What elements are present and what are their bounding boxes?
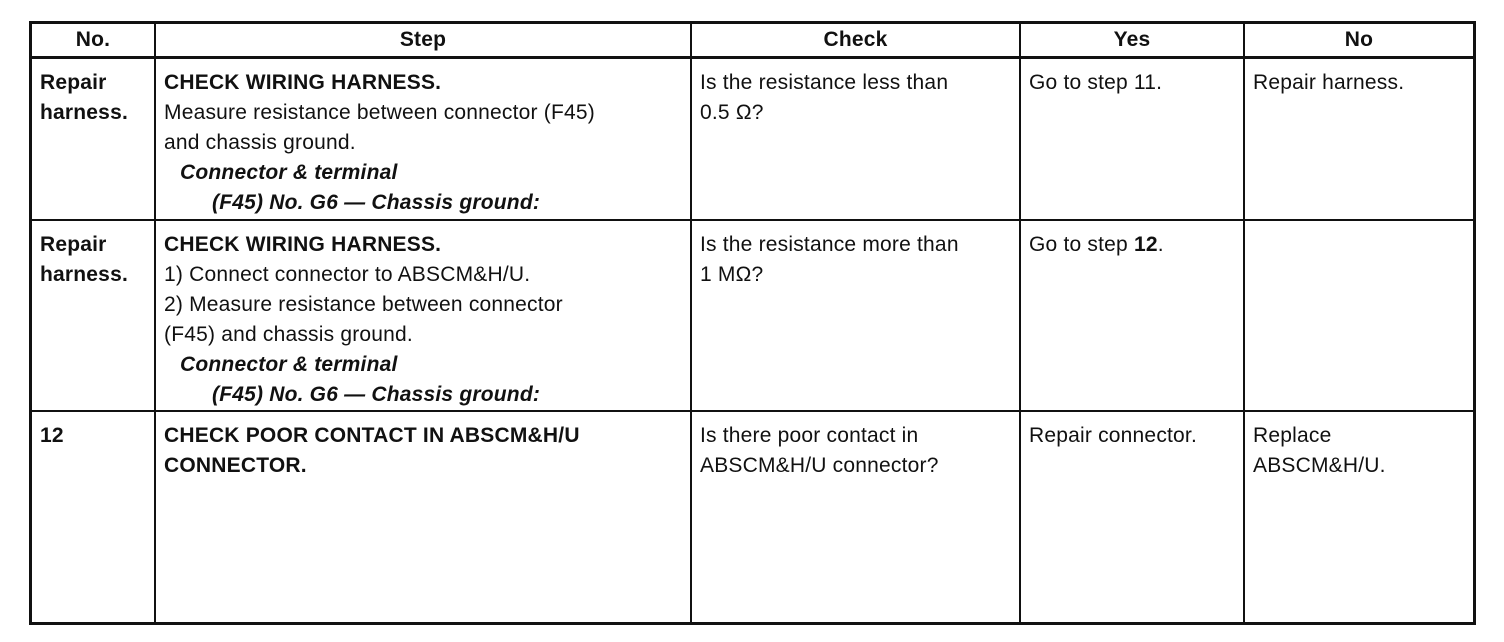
connector-label: Connector & terminal: [180, 353, 398, 376]
step-number: 12: [32, 410, 156, 622]
step-line: Measure resistance between connector (F4…: [164, 101, 595, 124]
connector-value: (F45) No. G6 — Chassis ground:: [212, 191, 541, 214]
step-cell: CHECK WIRING HARNESS. Measure resistance…: [154, 56, 692, 221]
yes-suffix: .: [1157, 233, 1164, 256]
header-no-result: No: [1243, 24, 1473, 59]
check-cell: Is the resistance more than 1 MΩ?: [690, 219, 1021, 412]
no-cell: Replace ABSCM&H/U.: [1243, 410, 1473, 622]
step-title: CHECK WIRING HARNESS.: [164, 233, 442, 256]
step-number: Repair harness.: [32, 219, 156, 412]
no-text: Repair harness.: [1253, 71, 1405, 94]
check-line: ABSCM&H/U connector?: [700, 454, 939, 477]
yes-cell: Go to step 11.: [1019, 56, 1245, 221]
check-line: Is the resistance more than: [700, 233, 959, 256]
yes-prefix: Go to step: [1029, 233, 1134, 256]
no-cell: Repair harness.: [1243, 56, 1473, 221]
yes-cell: Repair connector.: [1019, 410, 1245, 622]
header-yes: Yes: [1019, 24, 1245, 59]
check-cell: Is the resistance less than 0.5 Ω?: [690, 56, 1021, 221]
check-cell: Is there poor contact in ABSCM&H/U conne…: [690, 410, 1021, 622]
table-row: Repair harness. CHECK WIRING HARNESS. Me…: [32, 56, 1473, 221]
step-line: and chassis ground.: [164, 131, 356, 154]
no-text: Replace: [1253, 424, 1332, 447]
header-no: No.: [32, 24, 156, 59]
step-title: CHECK POOR CONTACT IN ABSCM&H/U: [164, 424, 580, 447]
step-number: Repair harness.: [32, 56, 156, 221]
check-line: Is there poor contact in: [700, 424, 919, 447]
check-line: Is the resistance less than: [700, 71, 949, 94]
header-check: Check: [690, 24, 1021, 59]
connector-value: (F45) No. G6 — Chassis ground:: [212, 383, 541, 406]
diagnostic-table: No. Step Check Yes No Repair harness. CH…: [32, 24, 1473, 622]
step-line: (F45) and chassis ground.: [164, 323, 413, 346]
table-row: 12 CHECK POOR CONTACT IN ABSCM&H/U CONNE…: [32, 410, 1473, 622]
no-cell: [1243, 219, 1473, 412]
step-title: CONNECTOR.: [164, 454, 307, 477]
header-row: No. Step Check Yes No: [32, 24, 1473, 59]
yes-text: Go to step 12.: [1029, 230, 1235, 260]
step-title: CHECK WIRING HARNESS.: [164, 71, 442, 94]
table-row: Repair harness. CHECK WIRING HARNESS. 1)…: [32, 219, 1473, 412]
check-line: 0.5 Ω?: [700, 101, 764, 124]
step-cell: CHECK WIRING HARNESS. 1) Connect connect…: [154, 219, 692, 412]
yes-cell: Go to step 12.: [1019, 219, 1245, 412]
step-cell: CHECK POOR CONTACT IN ABSCM&H/U CONNECTO…: [154, 410, 692, 622]
header-step: Step: [154, 24, 692, 59]
yes-text: Go to step 11.: [1029, 71, 1163, 94]
yes-text: Repair connector.: [1029, 424, 1197, 447]
step-line: 1) Connect connector to ABSCM&H/U.: [164, 263, 531, 286]
check-line: 1 MΩ?: [700, 263, 764, 286]
yes-step-number: 12: [1133, 233, 1158, 256]
connector-label: Connector & terminal: [180, 161, 398, 184]
no-text: ABSCM&H/U.: [1253, 454, 1386, 477]
diagnostic-table-container: No. Step Check Yes No Repair harness. CH…: [29, 21, 1476, 625]
step-line: 2) Measure resistance between connector: [164, 293, 563, 316]
